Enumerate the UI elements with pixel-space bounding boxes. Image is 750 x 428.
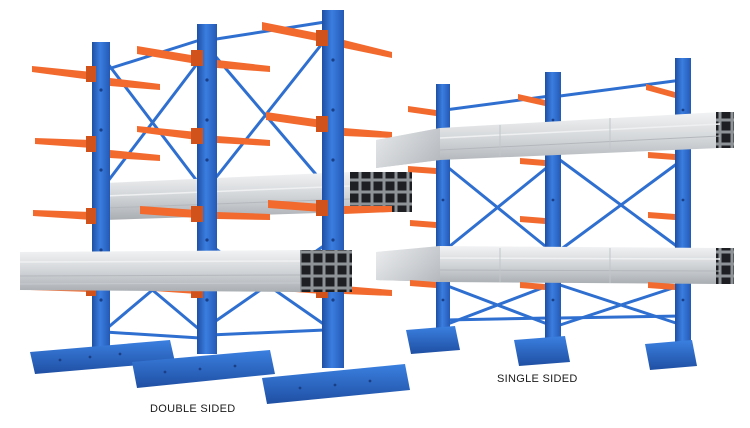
single-rack-bracing xyxy=(444,78,683,327)
single-rack-bases xyxy=(406,326,697,370)
single-upper-tube-bundle xyxy=(376,112,734,168)
single-lower-tube-bundle xyxy=(376,246,734,284)
double-sided-caption: DOUBLE SIDED xyxy=(150,403,236,415)
single-rack-columns xyxy=(436,58,691,354)
double-sided-rack xyxy=(19,10,412,404)
double-rack-bases xyxy=(30,340,410,404)
single-sided-caption: SINGLE SIDED xyxy=(497,373,578,385)
single-rack-arms xyxy=(408,84,675,290)
lower-tube-bundle xyxy=(19,250,352,292)
single-sided-rack xyxy=(376,58,734,370)
